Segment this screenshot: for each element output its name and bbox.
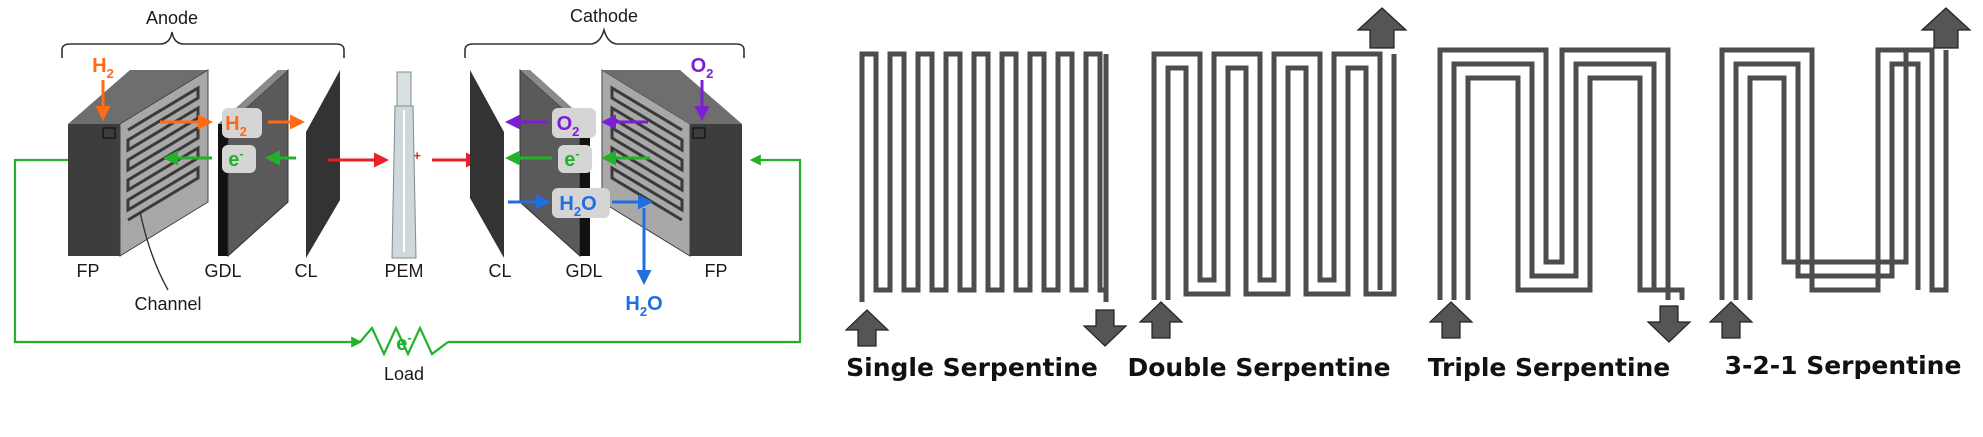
- serpentine-321-channel-a: [1719, 47, 1949, 300]
- serpentine-single: [859, 51, 1109, 302]
- triple-serpentine-channel-b: [1451, 61, 1657, 300]
- double-inlet-arrow-icon: [1138, 301, 1184, 339]
- serpentine-321-channel-c: [1747, 50, 1909, 300]
- triple-outlet-arrow-icon: [1646, 305, 1692, 343]
- serpentine-triple: [1437, 47, 1685, 300]
- h2-bubble: [222, 108, 262, 138]
- pem-membrane: [391, 71, 417, 259]
- o2-bubble: [552, 108, 596, 138]
- cathode-flow-plate: [601, 69, 742, 257]
- anode-label: Anode: [146, 8, 198, 28]
- triple-inlet-arrow-icon: [1428, 301, 1474, 339]
- layer-label-gdl-cathode: GDL: [565, 261, 602, 281]
- electron-anode-label: e-: [228, 146, 243, 171]
- single-serpentine-channel: [859, 51, 1109, 302]
- o2-gdl-label: O2: [557, 113, 580, 139]
- cathode-channel-grooves: [610, 85, 684, 222]
- external-circuit-right: [448, 154, 802, 344]
- load-electron-label: e-: [396, 330, 411, 355]
- serpentine-321-outlet-arrow-icon: [1920, 7, 1972, 49]
- layer-label-pem: PEM: [384, 261, 423, 281]
- fuel-cell-diagram: Anode Cathode e- Load H2 Chan: [13, 6, 802, 384]
- external-circuit-left: [13, 158, 363, 348]
- electron-bubble-cathode: [558, 145, 592, 173]
- channel-label: Channel: [134, 294, 201, 314]
- serpentine-321-inlet-arrow-icon: [1708, 301, 1754, 339]
- layer-label-fp-anode: FP: [76, 261, 99, 281]
- anode-brace: [61, 31, 345, 58]
- h2-gdl-label: H2: [225, 113, 247, 139]
- caption-double-serpentine: Double Serpentine: [1127, 353, 1390, 382]
- electron-bubble-anode: [222, 145, 256, 173]
- h2-inlet-label: H2: [92, 55, 114, 81]
- anode-catalyst-layer: [306, 70, 340, 258]
- caption-single-serpentine: Single Serpentine: [846, 353, 1098, 382]
- anode-channel-grooves: [126, 85, 200, 222]
- resistor-icon: [359, 325, 449, 357]
- cathode-brace: [464, 27, 745, 58]
- channel-pointer: [139, 211, 169, 291]
- double-serpentine-channel-a: [1151, 51, 1383, 300]
- layer-label-cl-anode: CL: [294, 261, 317, 281]
- single-outlet-arrow-icon: [1082, 309, 1128, 347]
- single-inlet-arrow-icon: [844, 309, 890, 347]
- load-label: Load: [384, 364, 424, 384]
- layer-label-cl-cathode: CL: [488, 261, 511, 281]
- layer-label-fp-cathode: FP: [704, 261, 727, 281]
- caption-triple-serpentine: Triple Serpentine: [1428, 353, 1671, 382]
- layer-label-gdl-anode: GDL: [204, 261, 241, 281]
- serpentine-patterns: [859, 47, 1949, 302]
- h2o-outlet-label: H2O: [625, 293, 662, 319]
- electron-cathode-label: e-: [564, 146, 579, 171]
- caption-3-2-1-serpentine: 3-2-1 Serpentine: [1725, 351, 1962, 380]
- cathode-catalyst-layer: [470, 70, 504, 258]
- double-outlet-arrow-icon: [1356, 7, 1408, 49]
- serpentine-3-2-1: [1719, 47, 1949, 300]
- flow-arrows: [844, 7, 1972, 347]
- cathode-label: Cathode: [570, 6, 638, 26]
- serpentine-321-channel-b: [1733, 61, 1921, 300]
- o2-inlet-label: O2: [691, 55, 714, 81]
- triple-serpentine-channel-c: [1465, 75, 1685, 300]
- h2o-bubble: [552, 188, 610, 218]
- anode-flow-plate: [68, 69, 209, 257]
- double-serpentine-channel-b: [1165, 54, 1397, 300]
- serpentine-double: [1151, 51, 1397, 300]
- h2o-gdl-label: H2O: [559, 193, 596, 219]
- triple-serpentine-channel-a: [1437, 47, 1671, 300]
